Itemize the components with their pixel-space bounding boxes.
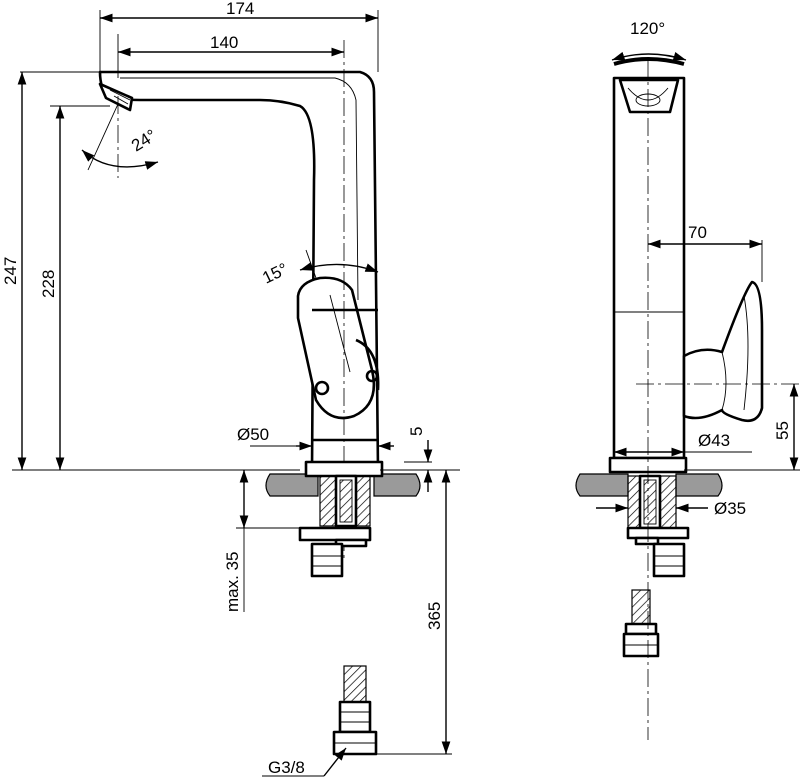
side-countertop-right (675, 473, 723, 497)
dim-g3-8: G3/8 (268, 758, 305, 777)
dim-35-diameter: Ø35 (714, 499, 746, 518)
countertop-right (373, 473, 421, 497)
countertop-left (265, 473, 319, 497)
dim-140: 140 (210, 33, 238, 52)
dim-228: 228 (39, 270, 58, 298)
dim-24-deg: 24° (128, 126, 160, 156)
dim-50-diameter: Ø50 (237, 425, 269, 444)
dim-max-35: max. 35 (223, 552, 242, 612)
dim-120-deg: 120° (630, 19, 665, 38)
dim-174: 174 (226, 0, 254, 18)
front-view: 174 140 247 228 24° 15° Ø50 5 max. 35 36… (1, 0, 460, 777)
dim-70: 70 (688, 223, 707, 242)
dim-247: 247 (1, 257, 20, 285)
dim-43-diameter: Ø43 (698, 431, 730, 450)
dim-55: 55 (773, 421, 792, 440)
dim-15-deg: 15° (259, 259, 290, 287)
side-countertop-left (575, 473, 629, 497)
side-lever (682, 280, 764, 423)
dim-365: 365 (425, 602, 444, 630)
side-body-outline (612, 76, 686, 460)
dim-5: 5 (407, 427, 426, 436)
side-view: 120° 70 55 Ø43 Ø35 (575, 19, 800, 740)
